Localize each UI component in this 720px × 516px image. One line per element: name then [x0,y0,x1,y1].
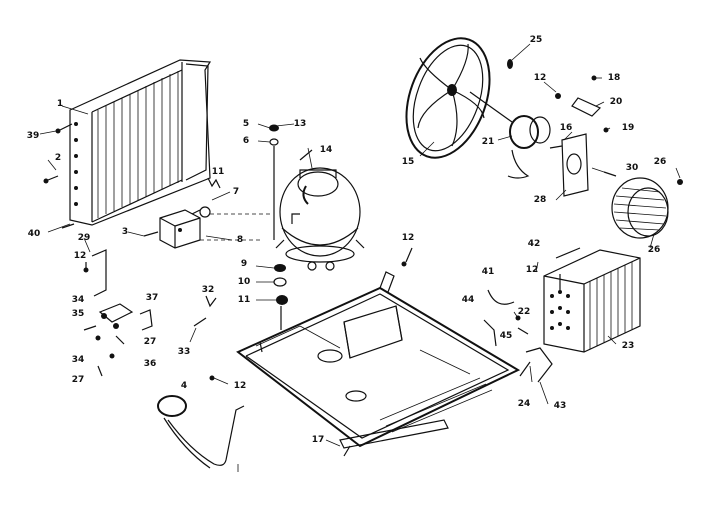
callout-26b: 26 [647,245,661,255]
leader-lines [39,43,681,447]
callout-2: 2 [54,153,62,163]
callout-7: 7 [232,187,240,197]
callout-27a: 27 [143,337,157,347]
callout-37: 37 [145,293,159,303]
callout-10: 10 [237,277,251,287]
coil-screws [43,123,75,229]
callout-20: 20 [609,97,623,107]
heater-element [157,395,245,469]
callout-12d: 12 [533,73,547,83]
callout-6: 6 [242,136,250,146]
callout-34a: 34 [71,295,85,305]
callout-30: 30 [625,163,639,173]
callout-12c: 12 [401,233,415,243]
callout-28: 28 [533,195,547,205]
motor-bracket [549,75,617,197]
callout-12b: 12 [233,381,247,391]
callout-41: 41 [481,267,495,277]
callout-32: 32 [201,285,215,295]
grommet-stack [269,124,288,330]
callout-35: 35 [71,309,85,319]
callout-3: 3 [121,227,129,237]
callout-11b: 11 [211,167,225,177]
callout-43: 43 [553,401,567,411]
callout-14: 14 [319,145,333,155]
callout-44: 44 [461,295,475,305]
callout-27b: 27 [71,375,85,385]
callout-9: 9 [240,259,248,269]
fan-motor [469,59,551,179]
evaporator-coil [543,247,641,353]
callout-40: 40 [27,229,41,239]
callout-25: 25 [529,35,543,45]
fan-blade [405,37,491,159]
callout-42: 42 [527,239,541,249]
callout-17: 17 [311,435,325,445]
callout-16: 16 [559,123,573,133]
callout-5: 5 [242,119,250,129]
callout-39: 39 [26,131,40,141]
callout-1: 1 [56,99,64,109]
callout-21: 21 [481,137,495,147]
callout-4: 4 [180,381,188,391]
condenser-coil [69,59,212,226]
callout-26a: 26 [653,157,667,167]
callout-36: 36 [143,359,157,369]
callout-23: 23 [621,341,635,351]
callout-12a: 12 [73,251,87,261]
callout-8: 8 [236,235,244,245]
base-pan [236,271,521,449]
callout-45: 45 [499,331,513,341]
callout-11: 11 [237,295,251,305]
callout-19: 19 [621,123,635,133]
valve-assembly [83,249,153,377]
callout-13: 13 [293,119,307,129]
blower-wheel [611,177,683,239]
callout-33: 33 [177,347,191,357]
callout-22: 22 [517,307,531,317]
callout-29: 29 [77,233,91,243]
capacitor-box [143,177,270,249]
callout-24: 24 [517,399,531,409]
callout-34b: 34 [71,355,85,365]
callout-12e: 12 [525,265,539,275]
callout-15: 15 [401,157,415,167]
compressor [275,149,365,271]
callout-18: 18 [607,73,621,83]
